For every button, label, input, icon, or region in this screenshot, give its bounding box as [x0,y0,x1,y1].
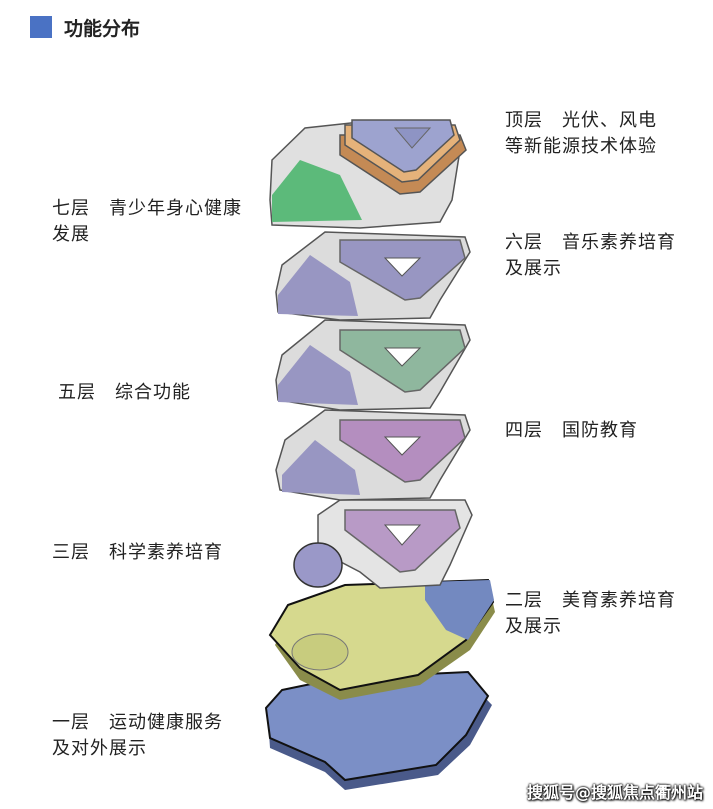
section-header: 功能分布 [30,14,140,40]
floor-6-label: 六层 音乐素养培育 及展示 [505,232,676,279]
section-title: 功能分布 [64,17,141,40]
watermark: 搜狐号@搜狐焦点衢州站 [526,783,703,802]
roof-slab [339,119,467,195]
floor-5-slab [275,319,471,411]
floor-6-slab [275,231,471,321]
floor-4-label: 四层 国防教育 [505,420,638,441]
floor-7-label: 七层 青少年身心健康 发展 [52,198,242,245]
floor-1-slab [264,670,492,790]
floor-5-label: 五层 综合功能 [58,382,191,403]
section-marker-icon [30,16,52,38]
floor-3-slab [293,499,473,589]
floor-2-label: 二层 美育素养培育 及展示 [505,590,676,637]
floor-4-slab [275,409,471,501]
floor-top-label: 顶层 光伏、风电 等新能源技术体验 [505,110,657,157]
floor-2-slab [268,578,495,700]
floor-3-label: 三层 科学素养培育 [52,542,223,563]
floor-1-label: 一层 运动健康服务 及对外展示 [52,712,223,759]
